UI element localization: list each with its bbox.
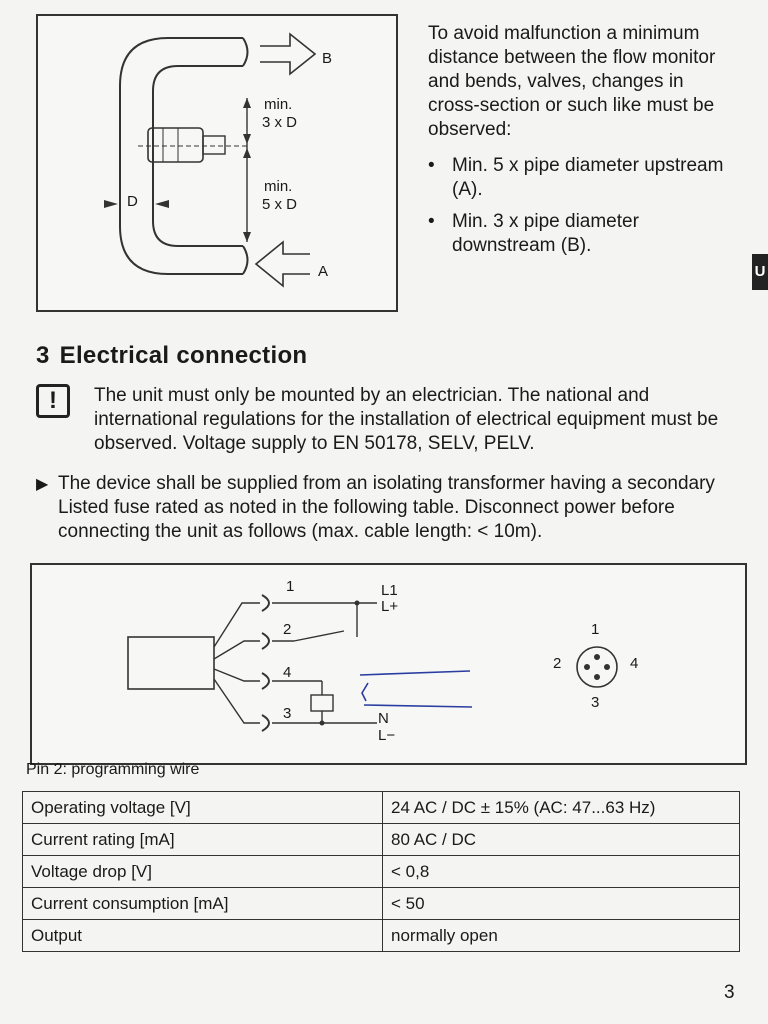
pin-label-1: 1	[286, 578, 295, 595]
upstream-min-label: min.	[264, 178, 293, 195]
terminal-lminus-label: L−	[378, 727, 396, 744]
terminal-lplus-label: L+	[381, 598, 399, 615]
wiring-diagram-figure	[30, 563, 747, 765]
flow-installation-figure	[36, 14, 398, 312]
side-tab: U	[752, 254, 768, 290]
pipe-diagram	[104, 32, 317, 288]
connector-pin-bottom: 3	[591, 694, 600, 711]
list-item: •Min. 5 x pipe diameter upstream (A).	[428, 155, 724, 200]
specification-table: Operating voltage [V] 24 AC / DC ± 15% (…	[22, 791, 740, 952]
instruction-marker-icon: ▶	[36, 476, 49, 493]
instruction-text: The device shall be supplied from an iso…	[58, 473, 715, 542]
table-cell: Output	[22, 919, 383, 952]
table-cell: < 0,8	[382, 855, 740, 888]
table-cell: Current consumption [mA]	[22, 887, 383, 920]
table-row: Current consumption [mA] < 50	[22, 887, 740, 920]
section-number: 3	[36, 342, 50, 369]
arrow-b-label: B	[322, 50, 333, 67]
connector-pin-right: 4	[630, 655, 639, 672]
table-cell: Operating voltage [V]	[22, 791, 383, 824]
section-heading: 3 Electrical connection	[36, 342, 307, 370]
connector-face	[576, 646, 618, 688]
warning-icon: !	[36, 384, 70, 418]
bullet-icon: •	[428, 155, 435, 176]
section-title: Electrical connection	[59, 342, 308, 369]
upstream-distance-label: 5 x D	[262, 196, 298, 213]
terminal-l1-label: L1	[381, 582, 398, 599]
pin-label-4: 4	[283, 664, 292, 681]
bullet-icon: •	[428, 211, 435, 232]
pin-note: Pin 2: programming wire	[26, 761, 200, 778]
connector-pin-left: 2	[553, 655, 562, 672]
flow-sensor-body	[147, 127, 204, 163]
device-box	[127, 636, 215, 690]
table-cell: 80 AC / DC	[382, 823, 740, 856]
intro-paragraph: To avoid malfunction a minimum distance …	[428, 23, 716, 140]
table-row: Output normally open	[22, 919, 740, 952]
wiring-diagram	[127, 594, 618, 732]
table-row: Operating voltage [V] 24 AC / DC ± 15% (…	[22, 791, 740, 824]
list-item: •Min. 3 x pipe diameter downstream (B).	[428, 211, 639, 256]
warning-text: The unit must only be mounted by an elec…	[94, 385, 719, 454]
arrow-a-label: A	[318, 263, 329, 280]
table-cell: normally open	[382, 919, 740, 952]
terminal-n-label: N	[378, 710, 389, 727]
distance-list: •Min. 5 x pipe diameter upstream (A). •M…	[428, 154, 740, 258]
diameter-label: D	[127, 193, 138, 210]
table-cell: Voltage drop [V]	[22, 855, 383, 888]
downstream-distance-label: 3 x D	[262, 114, 298, 131]
table-cell: Current rating [mA]	[22, 823, 383, 856]
installation-notes: To avoid malfunction a minimum distance …	[428, 22, 740, 266]
connector-pin-top: 1	[591, 621, 600, 638]
pin-label-2: 2	[283, 621, 292, 638]
table-cell: < 50	[382, 887, 740, 920]
downstream-min-label: min.	[264, 96, 293, 113]
load-symbol	[310, 694, 334, 712]
page-number: 3	[724, 982, 735, 1003]
pin-label-3: 3	[283, 705, 292, 722]
table-row: Current rating [mA] 80 AC / DC	[22, 823, 740, 856]
table-cell: 24 AC / DC ± 15% (AC: 47...63 Hz)	[382, 791, 740, 824]
table-row: Voltage drop [V] < 0,8	[22, 855, 740, 888]
